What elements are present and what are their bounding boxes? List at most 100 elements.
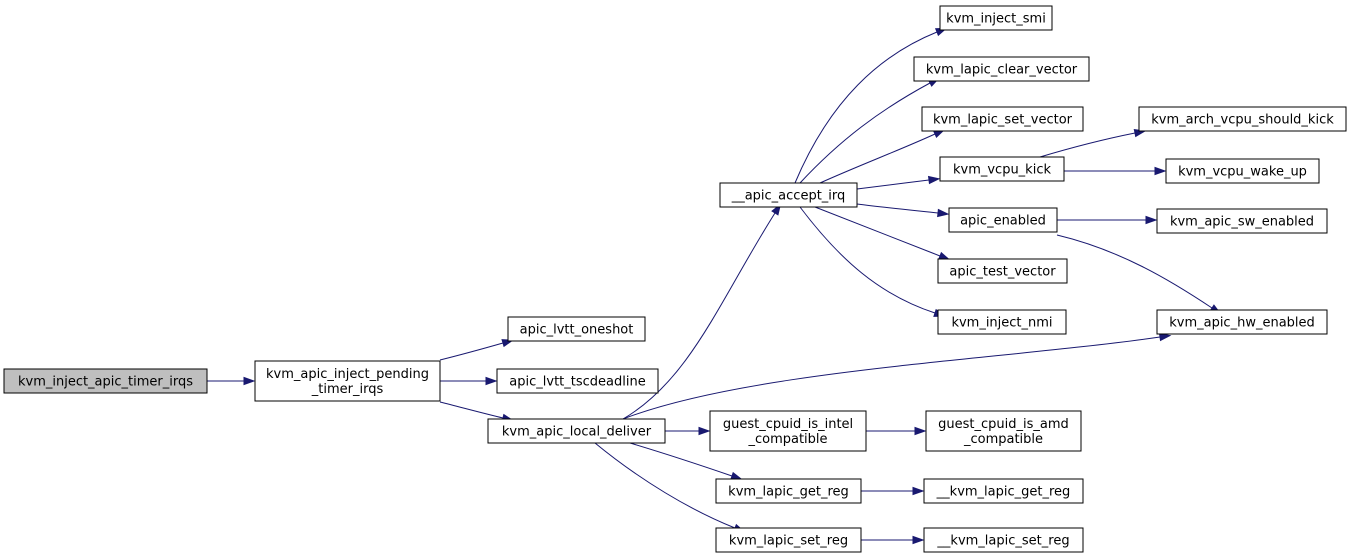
edge-line — [794, 31, 938, 184]
function-node-smi[interactable]: kvm_inject_smi — [939, 5, 1053, 31]
function-node-apicenabled[interactable]: apic_enabled — [948, 207, 1058, 233]
node-label: kvm_apic_local_deliver — [502, 425, 652, 440]
node-box — [921, 106, 1084, 132]
call-edge-vcpukick-to-wakeup — [1064, 166, 1167, 176]
node-label: kvm_vcpu_kick — [953, 163, 1052, 178]
edges-layer — [207, 27, 1222, 545]
arrowhead — [912, 535, 925, 545]
edge-line — [622, 336, 1161, 420]
function-node-getreg2[interactable]: __kvm_lapic_get_reg — [923, 478, 1084, 504]
arrowhead — [485, 376, 498, 386]
function-node-swenabled[interactable]: kvm_apic_sw_enabled — [1156, 208, 1328, 234]
function-node-oneshot[interactable]: apic_lvtt_oneshot — [507, 316, 646, 342]
node-label: guest_cpuid_is_amd — [938, 417, 1069, 432]
function-node-pending[interactable]: kvm_apic_inject_pending_timer_irqs — [254, 360, 441, 402]
arrowhead — [937, 208, 950, 218]
node-label: kvm_apic_inject_pending — [266, 367, 429, 382]
function-node-nmi[interactable]: kvm_inject_nmi — [937, 309, 1067, 335]
call-edge-setreg-to-setreg2 — [861, 535, 925, 545]
node-box — [948, 207, 1058, 233]
node-box — [937, 309, 1067, 335]
function-node-vcpukick[interactable]: kvm_vcpu_kick — [939, 156, 1065, 182]
function-node-hwenabled[interactable]: kvm_apic_hw_enabled — [1156, 309, 1328, 335]
function-node-wakeup[interactable]: kvm_vcpu_wake_up — [1165, 158, 1320, 184]
node-label: apic_enabled — [960, 214, 1046, 229]
node-label: guest_cpuid_is_intel — [723, 417, 853, 432]
node-label: kvm_inject_smi — [946, 12, 1046, 27]
function-node-amd[interactable]: guest_cpuid_is_amd_compatible — [925, 410, 1082, 452]
function-node-root[interactable]: kvm_inject_apic_timer_irqs — [3, 368, 208, 394]
node-label: kvm_lapic_set_reg — [729, 534, 848, 549]
edge-line — [439, 401, 504, 419]
node-label: _compatible — [747, 432, 827, 447]
node-box — [1138, 106, 1347, 132]
function-node-localdeliver[interactable]: kvm_apic_local_deliver — [487, 418, 666, 444]
call-edge-pending-to-oneshot — [439, 339, 515, 361]
node-label: kvm_apic_sw_enabled — [1170, 215, 1314, 230]
function-node-setvec[interactable]: kvm_lapic_set_vector — [921, 106, 1084, 132]
node-box — [1156, 309, 1328, 335]
node-label: kvm_arch_vcpu_should_kick — [1151, 113, 1334, 128]
call-edge-intel-to-amd — [866, 426, 927, 436]
arrowhead — [698, 426, 711, 436]
call-edge-acceptirq-to-vcpukick — [856, 175, 941, 190]
function-node-testvec[interactable]: apic_test_vector — [937, 258, 1068, 284]
node-box — [925, 410, 1082, 452]
call-edge-localdeliver-to-intel — [665, 426, 711, 436]
arrowhead — [1158, 332, 1172, 342]
function-node-setreg[interactable]: kvm_lapic_set_reg — [715, 527, 862, 553]
function-node-intel[interactable]: guest_cpuid_is_intel_compatible — [709, 410, 867, 452]
function-node-shouldkick[interactable]: kvm_arch_vcpu_should_kick — [1138, 106, 1347, 132]
node-label: kvm_apic_hw_enabled — [1169, 316, 1315, 331]
function-node-setreg2[interactable]: __kvm_lapic_set_reg — [923, 527, 1084, 553]
call-edge-acceptirq-to-setvec — [819, 129, 946, 184]
function-node-acceptirq[interactable]: __apic_accept_irq — [719, 182, 858, 208]
node-label: apic_lvtt_oneshot — [520, 323, 634, 338]
edge-line — [622, 212, 776, 420]
function-node-clearvec[interactable]: kvm_lapic_clear_vector — [913, 56, 1090, 82]
node-label: __kvm_lapic_get_reg — [936, 485, 1071, 500]
edge-line — [594, 442, 736, 529]
call-edge-vcpukick-to-shouldkick — [1039, 128, 1147, 158]
node-label: kvm_inject_apic_timer_irqs — [18, 375, 193, 390]
node-label: __kvm_lapic_set_reg — [936, 534, 1069, 549]
node-box — [3, 368, 208, 394]
call-edge-acceptirq-to-apicenabled — [856, 203, 950, 218]
edge-line — [1056, 234, 1213, 309]
call-edge-acceptirq-to-clearvec — [799, 77, 941, 184]
node-box — [1165, 158, 1320, 184]
node-box — [937, 258, 1068, 284]
node-label: _timer_irqs — [311, 382, 384, 397]
node-label: __apic_accept_irq — [731, 189, 846, 204]
arrowhead — [730, 471, 743, 480]
node-label: apic_lvtt_tscdeadline — [509, 375, 645, 390]
call-edge-root-to-pending — [207, 376, 256, 386]
arrowhead — [914, 426, 927, 436]
function-node-getreg[interactable]: kvm_lapic_get_reg — [715, 478, 862, 504]
node-box — [715, 527, 862, 553]
node-label: kvm_vcpu_wake_up — [1178, 165, 1307, 180]
node-box — [923, 527, 1084, 553]
arrowhead — [1145, 215, 1158, 225]
arrowhead — [243, 376, 256, 386]
call-edge-apicenabled-to-hwenabled — [1056, 234, 1222, 315]
node-label: kvm_lapic_get_reg — [728, 485, 849, 500]
call-edge-acceptirq-to-smi — [794, 27, 948, 184]
edge-line — [799, 206, 936, 314]
node-box — [254, 360, 441, 402]
arrowhead — [927, 175, 941, 185]
nodes-layer: kvm_inject_apic_timer_irqs kvm_apic_injec… — [3, 5, 1347, 553]
node-box — [1156, 208, 1328, 234]
node-box — [939, 5, 1053, 31]
node-box — [715, 478, 862, 504]
node-label: _compatible — [963, 432, 1043, 447]
call-edge-pending-to-localdeliver — [439, 401, 515, 422]
function-node-tscdl[interactable]: apic_lvtt_tscdeadline — [496, 368, 659, 394]
edge-line — [819, 133, 936, 184]
node-box — [913, 56, 1090, 82]
node-box — [487, 418, 666, 444]
call-edge-pending-to-tscdl — [440, 376, 498, 386]
node-box — [923, 478, 1084, 504]
edge-line — [856, 179, 930, 190]
